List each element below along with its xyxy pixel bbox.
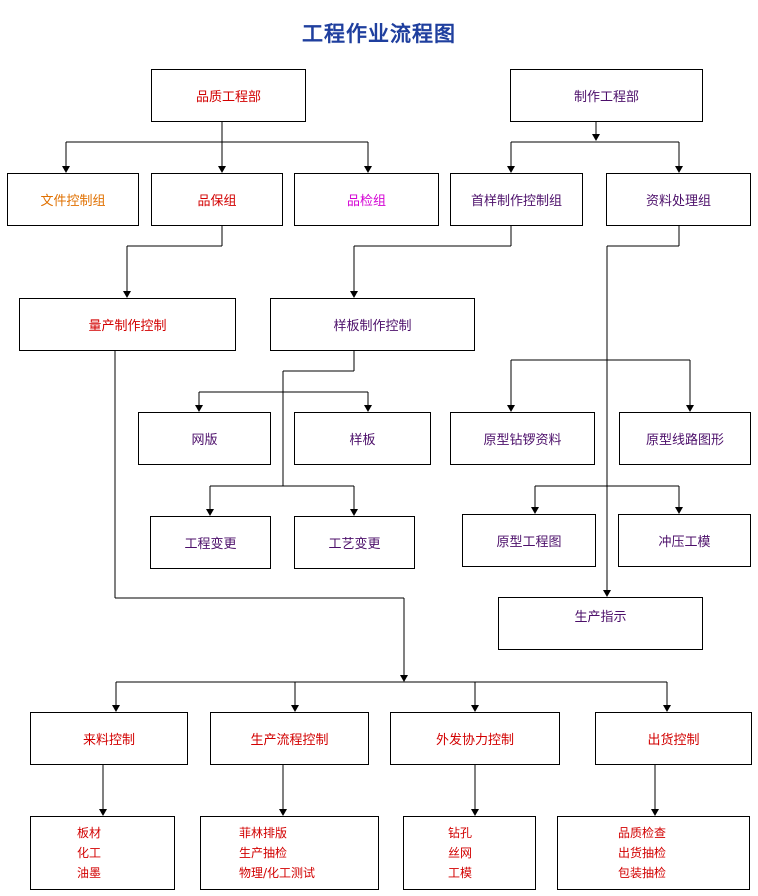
list-item: 板材: [77, 826, 102, 840]
outsourcing-items-list: 钻孔 丝网 工模: [403, 816, 536, 890]
list-item: 丝网: [448, 846, 473, 860]
page-title: 工程作业流程图: [302, 22, 456, 46]
list-item: 钻孔: [448, 826, 473, 840]
shipping-items-list: 品质检查 出货抽检 包装抽检: [557, 816, 750, 890]
incoming-control-node: 来料控制: [30, 712, 188, 765]
list-item: 出货抽检: [618, 846, 667, 860]
screen-node: 网版: [138, 412, 271, 465]
production-items-list: 菲林排版 生产抽检 物理/化工测试: [200, 816, 379, 890]
proto-circuit-graphics-node: 原型线路图形: [619, 412, 751, 465]
outsourcing-control-node: 外发协力控制: [390, 712, 560, 765]
production-eng-dept-node: 制作工程部: [510, 69, 703, 122]
sample-board-node: 样板: [294, 412, 431, 465]
quality-dept-node: 品质工程部: [151, 69, 306, 122]
shipping-control-node: 出货控制: [595, 712, 752, 765]
process-change-node: 工艺变更: [294, 516, 415, 569]
list-item: 包装抽检: [618, 866, 667, 880]
list-item: 菲林排版: [239, 826, 288, 840]
eng-change-node: 工程变更: [150, 516, 271, 569]
production-instruction-node: 生产指示: [498, 597, 703, 650]
stamping-die-node: 冲压工模: [618, 514, 751, 567]
list-item: 生产抽检: [239, 846, 288, 860]
mass-production-control-node: 量产制作控制: [19, 298, 236, 351]
doc-control-group-node: 文件控制组: [7, 173, 139, 226]
proto-eng-drawing-node: 原型工程图: [462, 514, 596, 567]
list-item: 工模: [448, 866, 473, 880]
list-item: 油墨: [77, 866, 102, 880]
first-sample-group-node: 首样制作控制组: [450, 173, 583, 226]
production-flow-control-node: 生产流程控制: [210, 712, 369, 765]
qc-group-node: 品检组: [294, 173, 439, 226]
incoming-items-list: 板材 化工 油墨: [30, 816, 175, 890]
proto-drill-data-node: 原型钻锣资料: [450, 412, 595, 465]
list-item: 物理/化工测试: [239, 866, 316, 880]
list-item: 品质检查: [618, 826, 667, 840]
sample-board-control-node: 样板制作控制: [270, 298, 475, 351]
qa-group-node: 品保组: [151, 173, 283, 226]
data-processing-group-node: 资料处理组: [606, 173, 751, 226]
list-item: 化工: [77, 846, 102, 860]
